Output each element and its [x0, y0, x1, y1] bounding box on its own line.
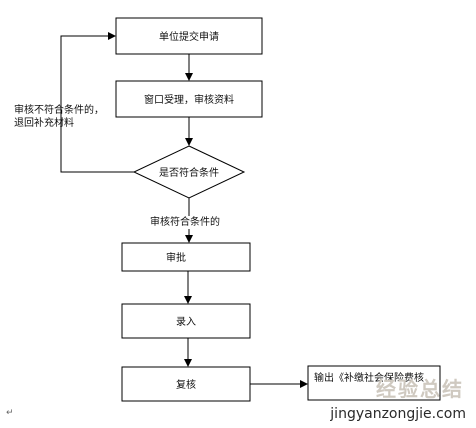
paragraph-return-mark: ↵ [6, 408, 14, 418]
watermark-url: jingyanzongjie.com [330, 406, 466, 422]
node-window-box [115, 80, 263, 118]
node-submit-label: 单位提交申请 [159, 30, 219, 43]
watermark-text: 经验总结 [376, 377, 464, 401]
node-output-box [307, 365, 441, 401]
reject-label-line1: 审核不符合条件的， [14, 105, 104, 116]
arrow-reject-loop [60, 32, 134, 173]
node-submit-box [115, 17, 263, 55]
node-approve-box [121, 242, 251, 272]
node-window-label: 窗口受理，审核资料 [144, 93, 234, 106]
reject-label-line2: 退回补充材料 [14, 118, 74, 129]
node-entry-label: 录入 [176, 316, 196, 328]
node-decision-label: 是否符合条件 [159, 166, 219, 179]
accept-label: 审核符合条件的 [148, 216, 222, 229]
node-output-label: 输出《补缴社会保险费核 [314, 373, 424, 384]
node-recheck-box [121, 366, 251, 402]
node-approve-label: 审批 [166, 251, 186, 264]
node-recheck-label: 复核 [176, 378, 196, 391]
node-entry-box [121, 303, 251, 339]
